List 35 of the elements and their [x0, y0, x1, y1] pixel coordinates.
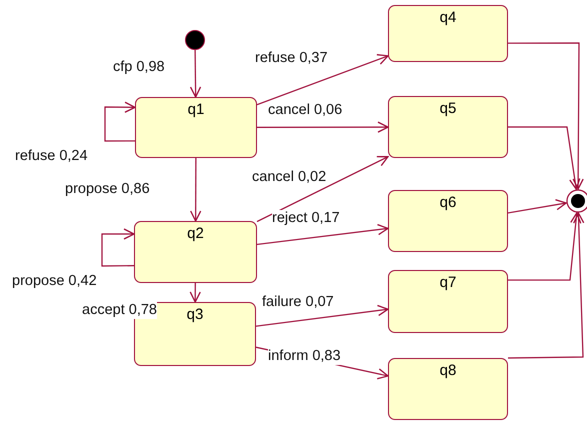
self-loop-arrow — [101, 228, 135, 267]
transition-arrow — [256, 224, 389, 246]
state-box: q7 — [388, 270, 508, 333]
self-loop-arrow — [104, 102, 136, 142]
edge-label: cfp 0,98 — [113, 59, 165, 76]
transition-arrow — [508, 212, 584, 359]
transition-arrow — [508, 126, 580, 190]
edge-label: failure 0,07 — [262, 294, 334, 311]
transition-arrow — [190, 50, 202, 98]
transition-arrow — [190, 283, 201, 303]
transition-arrow — [256, 54, 389, 106]
transition-arrow — [256, 304, 389, 327]
edge-label: propose 0,42 — [12, 273, 97, 290]
state-box: q1 — [135, 97, 257, 158]
state-box: q5 — [388, 96, 508, 158]
transition-arrow — [256, 156, 389, 222]
final-state — [566, 189, 587, 213]
edge-label: cancel 0,02 — [252, 169, 326, 186]
edge-label: propose 0,86 — [65, 181, 150, 198]
edge-label: refuse 0,37 — [255, 50, 328, 67]
edge-label: refuse 0,24 — [15, 148, 88, 165]
state-box: q8 — [388, 358, 508, 420]
transition-arrow — [508, 42, 584, 190]
transition-arrow — [257, 122, 389, 133]
initial-state — [185, 30, 205, 50]
transition-arrow — [508, 212, 582, 281]
transition-arrow — [508, 199, 567, 214]
state-box: q6 — [388, 190, 508, 252]
edge-label: reject 0,17 — [272, 210, 340, 227]
edge-label: accept 0,78 — [82, 302, 157, 319]
transition-arrow — [190, 158, 202, 222]
edge-label: cancel 0,06 — [268, 102, 342, 119]
state-box: q4 — [388, 5, 508, 62]
state-box: q2 — [134, 221, 257, 283]
edge-label: inform 0,83 — [268, 348, 341, 365]
